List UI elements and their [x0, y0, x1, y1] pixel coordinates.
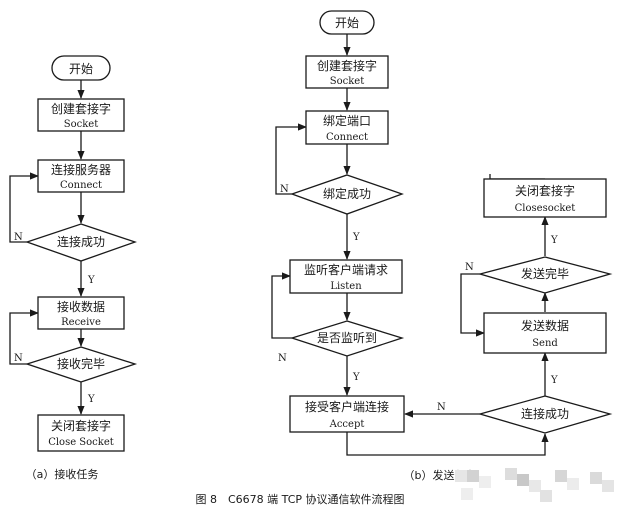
diagram-b: 开始 创建套接字 Socket 绑定端口 Connect 绑定成功 N Y 监听… — [271, 10, 613, 482]
b-bind-port-title: 绑定端口 — [323, 113, 371, 128]
arrow-b-bind-no-loop — [275, 123, 307, 195]
a-caption: （a）接收任务 — [26, 467, 99, 481]
b-connect-ok-label: 连接成功 — [521, 406, 569, 421]
b-close-tail-line — [489, 174, 545, 180]
b-send-title: 发送数据 — [521, 318, 569, 333]
b-start-label: 开始 — [335, 16, 359, 30]
b-close-socket-title: 关闭套接字 — [515, 183, 575, 198]
b-bind-port-box — [305, 110, 389, 145]
a-receive-subtitle: Receive — [61, 317, 101, 328]
b-listen-box — [289, 259, 403, 294]
b-yes-label-2: Y — [352, 372, 360, 383]
arrow-a-no-loop — [9, 172, 39, 243]
a-close-socket-box — [37, 414, 125, 452]
b-no-label-2: N — [278, 353, 287, 364]
a-connect-ok-label: 连接成功 — [57, 234, 105, 249]
a-connect-server-title: 连接服务器 — [51, 162, 111, 177]
a-yes-label-2: Y — [87, 394, 95, 405]
b-accept-box — [289, 395, 405, 433]
b-close-socket-box — [483, 178, 607, 218]
a-receive-done-decision — [24, 346, 138, 383]
b-send-done-decision — [477, 256, 613, 294]
b-bind-port-subtitle: Connect — [326, 132, 368, 143]
b-yes-label-4: Y — [550, 235, 558, 246]
arrow-b-send-no-loop — [460, 273, 485, 337]
b-heard-decision — [289, 320, 405, 357]
b-start-terminal — [319, 10, 375, 35]
b-listen-subtitle: Listen — [330, 281, 362, 292]
diagram-a: 开始 创建套接字 Socket 连接服务器 Connect 连接成功 N Y 接… — [9, 55, 138, 481]
a-start-terminal — [51, 55, 111, 81]
a-no-label-1: N — [14, 232, 23, 243]
a-create-socket-title: 创建套接字 — [51, 101, 111, 116]
a-start-label: 开始 — [69, 62, 93, 76]
a-yes-label-1: Y — [87, 275, 95, 286]
b-accept-subtitle: Accept — [329, 419, 365, 430]
a-connect-ok-decision — [24, 223, 138, 262]
a-create-socket-box — [37, 98, 125, 132]
a-close-socket-subtitle: Close Socket — [48, 437, 114, 448]
arrow-a-no-loop-2 — [9, 309, 39, 365]
figure-caption: 图 8 C6678 端 TCP 协议通信软件流程图 — [195, 492, 404, 506]
b-no-label-3: N — [437, 402, 446, 413]
a-connect-server-subtitle: Connect — [60, 180, 102, 191]
a-receive-done-label: 接收完毕 — [57, 356, 105, 371]
b-accept-title: 接受客户端连接 — [305, 399, 389, 414]
a-close-socket-title: 关闭套接字 — [51, 418, 111, 433]
b-listen-title: 监听客户端请求 — [304, 262, 388, 277]
b-create-socket-box — [305, 55, 389, 89]
watermark-pixelated — [455, 468, 614, 502]
b-no-label-4: N — [465, 262, 474, 273]
a-connect-server-box — [37, 159, 125, 193]
b-close-socket-subtitle: Closesocket — [515, 203, 576, 214]
b-send-done-label: 发送完毕 — [521, 266, 569, 281]
a-receive-title: 接收数据 — [57, 299, 105, 314]
arrow-b-accept-to-connect — [346, 432, 549, 456]
b-send-subtitle: Send — [532, 338, 558, 349]
a-receive-box — [37, 296, 125, 330]
a-create-socket-subtitle: Socket — [64, 119, 98, 130]
b-create-socket-subtitle: Socket — [330, 76, 364, 87]
a-no-label-2: N — [14, 353, 23, 364]
b-send-box — [483, 312, 607, 354]
b-heard-label: 是否监听到 — [317, 331, 377, 345]
b-connect-ok-decision — [477, 395, 613, 434]
b-no-label-1: N — [280, 184, 289, 195]
b-create-socket-title: 创建套接字 — [317, 58, 377, 73]
b-bind-ok-decision — [290, 174, 404, 215]
b-yes-label-3: Y — [550, 375, 558, 386]
b-yes-label-1: Y — [352, 232, 360, 243]
arrow-b-heard-no-loop — [271, 272, 292, 339]
b-bind-ok-label: 绑定成功 — [323, 186, 371, 201]
